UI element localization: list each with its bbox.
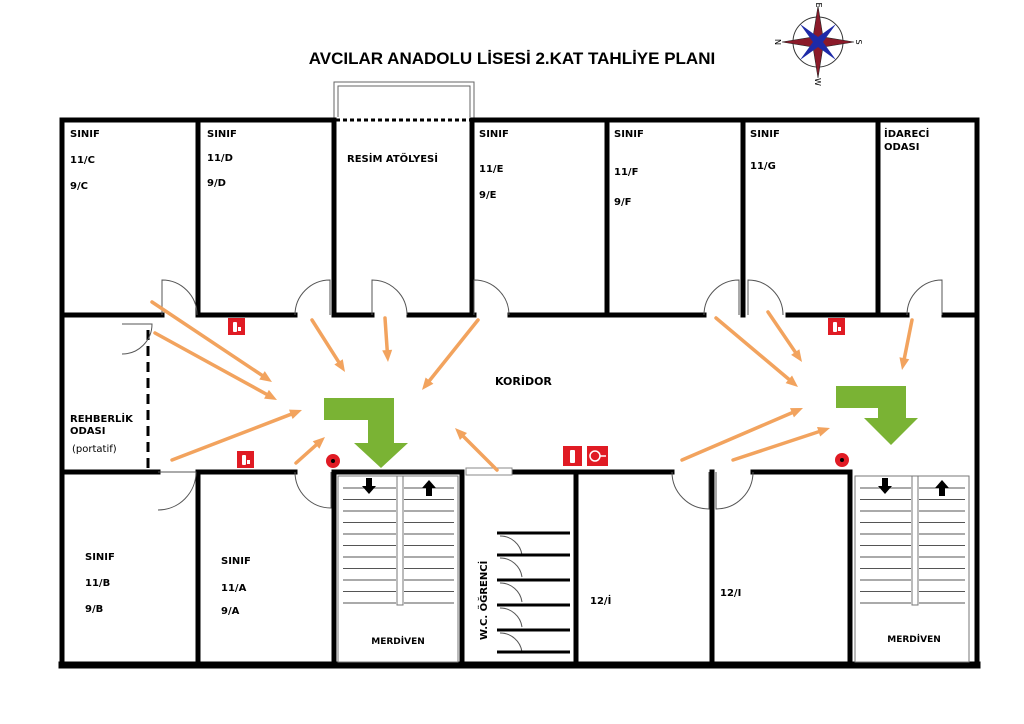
evacuation-arrow: [422, 318, 480, 390]
room-idareci-label: İDARECİ: [884, 126, 929, 140]
stall-door: [499, 607, 523, 628]
evacuation-arrow: [150, 300, 272, 382]
fire-extinguisher-icon: [563, 446, 582, 466]
plan-title: AVCILAR ANADOLU LİSESİ 2.KAT TAHLİYE PLA…: [309, 49, 715, 68]
room-resim-label: RESİM ATÖLYESİ: [347, 151, 438, 165]
evacuation-arrow: [766, 310, 802, 362]
stall-door: [499, 632, 523, 653]
room-labels: SINIF 11/C 9/C SINIF 11/D 9/D RESİM ATÖL…: [70, 126, 941, 647]
room-f-class2: 9/F: [614, 197, 631, 208]
fire-hose-icon: [587, 446, 608, 466]
room-12i-label: 12/İ: [590, 593, 611, 607]
room-g-label: SINIF: [750, 129, 780, 140]
room-a-label: SINIF: [221, 556, 251, 567]
green-exit-arrow-left: [324, 398, 408, 468]
room-c-class2: 9/C: [70, 181, 88, 192]
arrow-up-icon: [935, 480, 949, 496]
room-idareci-label2: ODASI: [884, 142, 919, 153]
fire-extinguisher-icon: [228, 318, 245, 335]
stall-door: [499, 557, 523, 578]
evacuation-arrow: [899, 318, 914, 370]
fire-alarm-icon: [835, 453, 849, 467]
room-e-label: SINIF: [479, 129, 509, 140]
evacuation-arrow: [455, 428, 499, 472]
doors: [121, 279, 943, 511]
room-a-class1: 11/A: [221, 583, 247, 594]
exit-direction-arrows: [324, 386, 918, 468]
stall-door: [499, 535, 523, 556]
evacuation-arrow: [170, 409, 302, 462]
evacuation-arrow: [153, 331, 277, 400]
room-f-label: SINIF: [614, 129, 644, 140]
stair-rail: [396, 475, 404, 606]
room-c-class1: 11/C: [70, 155, 95, 166]
room-a-class2: 9/A: [221, 606, 240, 617]
fire-alarm-icon: [326, 454, 340, 468]
walls: [58, 117, 981, 669]
compass-rose-icon: E N S W: [773, 2, 863, 86]
compass-right: S: [854, 39, 863, 44]
room-e-class2: 9/E: [479, 190, 497, 201]
arrow-up-icon: [422, 480, 436, 496]
evacuation-arrow: [382, 316, 393, 362]
resim-bay-window: [333, 81, 475, 121]
corridor-label: KORİDOR: [495, 374, 552, 388]
green-exit-arrow-right: [836, 386, 918, 445]
room-rehberlik-note: (portatif): [72, 444, 117, 455]
room-rehberlik-label: REHBERLİK: [70, 411, 134, 425]
evacuation-arrow: [731, 427, 830, 462]
arrow-down-icon: [362, 478, 376, 494]
room-b-label: SINIF: [85, 552, 115, 563]
compass-bottom: W: [813, 78, 822, 86]
room-e-class1: 11/E: [479, 164, 504, 175]
room-rehberlik-label2: ODASI: [70, 426, 105, 437]
evacuation-route-arrows: [150, 300, 914, 472]
room-d-label: SINIF: [207, 129, 237, 140]
room-g-class1: 11/G: [750, 161, 776, 172]
stairs-left-label: MERDİVEN: [371, 636, 425, 647]
stair-rail: [911, 475, 919, 606]
stall-door: [499, 582, 523, 603]
room-b-class1: 11/B: [85, 578, 110, 589]
wc-stalls: [497, 531, 570, 654]
compass-top: E: [814, 2, 823, 7]
arrow-down-icon: [878, 478, 892, 494]
evacuation-arrow: [680, 408, 803, 462]
room-f-class1: 11/F: [614, 167, 638, 178]
room-d-class1: 11/D: [207, 153, 233, 164]
room-b-class2: 9/B: [85, 604, 103, 615]
stairs-right-label: MERDİVEN: [887, 634, 941, 645]
compass-left: N: [773, 39, 782, 45]
evacuation-arrow: [310, 318, 345, 372]
wc-label: W.C. ÖĞRENCİ: [476, 561, 490, 640]
fire-extinguisher-icon: [828, 318, 845, 335]
evacuation-arrow: [294, 437, 325, 465]
room-12I-label: 12/I: [720, 588, 741, 599]
room-d-class2: 9/D: [207, 178, 226, 189]
safety-icons: [228, 318, 849, 468]
fire-extinguisher-icon: [237, 451, 254, 468]
room-c-label: SINIF: [70, 129, 100, 140]
stairs: [337, 475, 970, 663]
evacuation-arrow: [714, 316, 798, 387]
